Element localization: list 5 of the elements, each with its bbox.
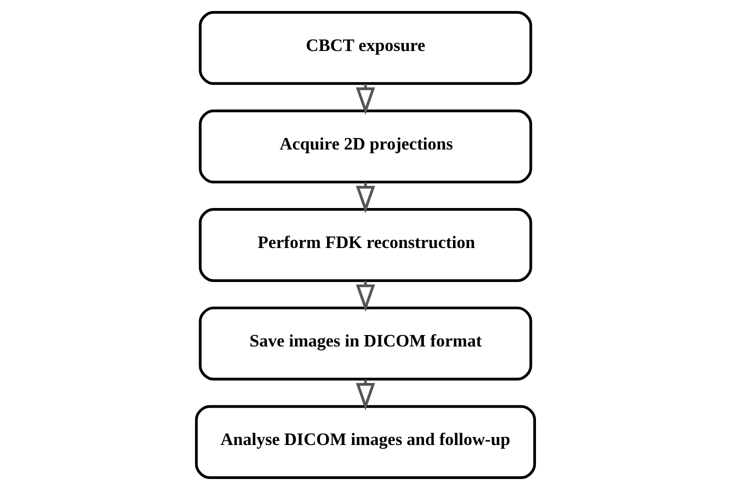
node-box: Save images in DICOM format — [198, 306, 532, 380]
node-box: Perform FDK reconstruction — [198, 208, 532, 282]
node-box: Analyse DICOM images and follow-up — [195, 405, 536, 479]
node-box: CBCT exposure — [198, 11, 532, 85]
node-box: Acquire 2D projections — [198, 110, 532, 184]
